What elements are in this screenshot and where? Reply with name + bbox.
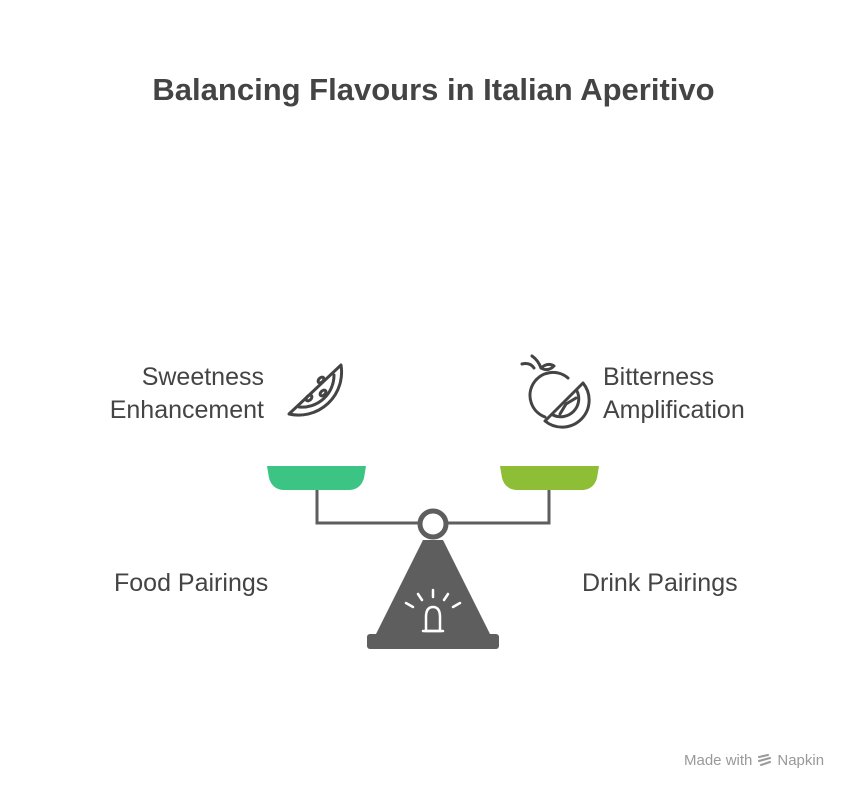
napkin-logo-icon xyxy=(758,754,772,766)
drink-pairings-label: Drink Pairings xyxy=(582,569,738,597)
sweetness-label-line1: Sweetness xyxy=(141,363,264,391)
watermark-prefix: Made with xyxy=(684,752,753,769)
right-scale-pan xyxy=(500,466,599,490)
watermark-brand: Napkin xyxy=(777,752,825,769)
food-pairings-label: Food Pairings xyxy=(114,569,269,597)
scale-base xyxy=(367,634,499,649)
bitterness-label-line2: Amplification xyxy=(603,396,745,424)
diagram-title: Balancing Flavours in Italian Aperitivo xyxy=(152,72,715,107)
watermelon-slice-icon xyxy=(287,363,344,417)
bitter-orange-icon xyxy=(520,354,591,429)
scale-stand xyxy=(376,540,490,634)
sweetness-label-line2: Enhancement xyxy=(109,396,264,424)
lightbulb-icon xyxy=(404,588,462,633)
bitterness-amplification-label: Bitterness Amplification xyxy=(603,361,823,427)
scale-pivot xyxy=(417,508,449,540)
bitterness-label-line1: Bitterness xyxy=(603,363,715,391)
napkin-watermark: Made with Napkin xyxy=(684,752,824,769)
sweetness-enhancement-label: Sweetness Enhancement xyxy=(60,361,264,427)
left-scale-pan xyxy=(267,466,366,490)
